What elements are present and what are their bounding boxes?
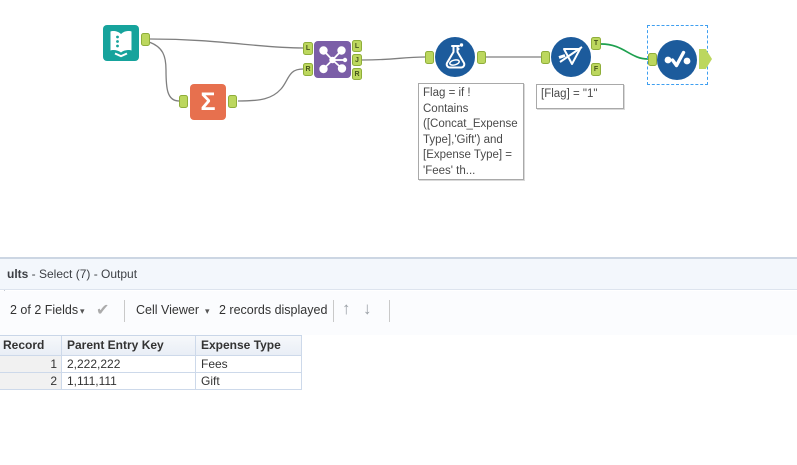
- connection-wires: [148, 38, 649, 102]
- select-input-anchor[interactable]: [648, 53, 657, 66]
- anchor-label-l: L: [305, 45, 311, 52]
- fields-caret-icon[interactable]: ▾: [80, 306, 85, 316]
- join-network-icon: [319, 46, 348, 74]
- filter-false-anchor[interactable]: F: [591, 63, 601, 76]
- select-check-icon: [664, 50, 691, 68]
- column-header-expense-type[interactable]: Expense Type: [196, 336, 302, 356]
- column-header-record[interactable]: Record: [0, 336, 62, 356]
- fields-dropdown[interactable]: 2 of 2 Fields: [10, 303, 79, 317]
- cell-viewer-dropdown[interactable]: Cell Viewer: [136, 303, 199, 317]
- results-title: ults - Select (7) - Output: [7, 267, 137, 281]
- flask-icon: [445, 43, 466, 69]
- scroll-up-icon[interactable]: ↑: [342, 299, 351, 318]
- sigma-icon: Σ: [200, 88, 216, 116]
- open-book-icon: [110, 31, 132, 58]
- connection-filter-true-to-select[interactable]: [600, 43, 649, 60]
- connection-input-to-join-left[interactable]: [149, 38, 304, 49]
- results-grid: Record Parent Entry Key Expense Type 1 2…: [0, 335, 302, 390]
- workflow-canvas[interactable]: Σ L R L J: [0, 0, 797, 257]
- row1-record-number[interactable]: 1: [0, 356, 62, 373]
- connection-join-to-formula[interactable]: [361, 56, 426, 61]
- toolbar-separator: [333, 300, 334, 322]
- select-tool[interactable]: [657, 40, 697, 80]
- formula-output-anchor[interactable]: [477, 51, 486, 64]
- summarize-input-anchor[interactable]: [179, 95, 188, 108]
- join-input-left-anchor[interactable]: L: [303, 42, 313, 55]
- records-displayed-label: 2 records displayed: [219, 303, 328, 317]
- filter-tool[interactable]: [551, 37, 591, 77]
- anchor-label-t: T: [593, 40, 599, 47]
- row2-expense-type[interactable]: Gift: [196, 373, 302, 390]
- panel-divider: [0, 257, 797, 259]
- join-output-right-anchor[interactable]: R: [352, 68, 362, 80]
- cell-viewer-caret-icon[interactable]: ▾: [205, 306, 210, 316]
- row2-record-number[interactable]: 2: [0, 373, 62, 390]
- anchor-label-l: L: [354, 43, 360, 50]
- toolbar-separator: [124, 300, 125, 322]
- results-panel: ults - Select (7) - Output 2 of 2 Fields…: [0, 257, 797, 465]
- toolbar-separator: [389, 300, 390, 322]
- anchor-label-j: J: [355, 57, 359, 64]
- results-title-bold: ults: [7, 267, 29, 281]
- filter-input-anchor[interactable]: [541, 51, 550, 64]
- formula-tool[interactable]: [435, 37, 475, 77]
- filter-true-anchor[interactable]: T: [591, 37, 601, 50]
- select-output-anchor[interactable]: [699, 49, 712, 69]
- summarize-output-anchor[interactable]: [228, 95, 237, 108]
- scroll-down-icon[interactable]: ↓: [363, 299, 372, 318]
- join-output-left-anchor[interactable]: L: [352, 40, 362, 52]
- results-toolbar: 2 of 2 Fields ▾ ✔ Cell Viewer ▾ 2 record…: [0, 291, 797, 335]
- summarize-tool[interactable]: Σ: [190, 84, 226, 120]
- formula-annotation[interactable]: Flag = if ! Contains ([Concat_Expense Ty…: [418, 83, 524, 180]
- results-title-bar: ults - Select (7) - Output: [0, 259, 797, 290]
- filter-annotation[interactable]: [Flag] = "1": [536, 84, 624, 109]
- anchor-label-r: R: [354, 71, 360, 78]
- column-header-parent-entry-key[interactable]: Parent Entry Key: [62, 336, 196, 356]
- results-title-rest: - Select (7) - Output: [28, 267, 138, 281]
- row1-parent-entry-key[interactable]: 2,222,222: [62, 356, 196, 373]
- apply-check-icon[interactable]: ✔: [96, 302, 110, 319]
- anchor-label-r: R: [305, 66, 311, 73]
- input-data-tool[interactable]: [103, 25, 139, 61]
- input-output-anchor[interactable]: [141, 33, 150, 46]
- join-output-join-anchor[interactable]: J: [352, 54, 362, 66]
- join-input-right-anchor[interactable]: R: [303, 63, 313, 76]
- row2-parent-entry-key[interactable]: 1,111,111: [62, 373, 196, 390]
- join-tool[interactable]: [314, 41, 351, 78]
- row1-expense-type[interactable]: Fees: [196, 356, 302, 373]
- funnel-icon: [558, 46, 583, 65]
- formula-input-anchor[interactable]: [425, 51, 434, 64]
- connection-input-to-summarize[interactable]: [148, 41, 180, 102]
- connection-summarize-to-join-right[interactable]: [237, 68, 304, 102]
- anchor-label-f: F: [593, 66, 599, 73]
